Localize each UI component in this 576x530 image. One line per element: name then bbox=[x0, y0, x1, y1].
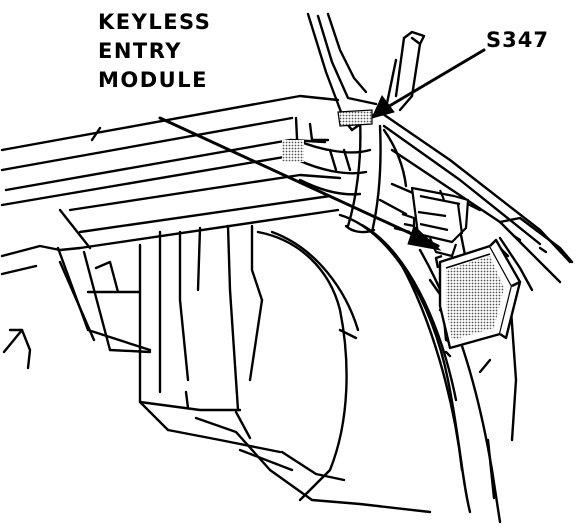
wire-connector bbox=[393, 186, 470, 258]
splice-s347 bbox=[282, 109, 373, 162]
label-line-keyless: KEYLESS bbox=[98, 10, 212, 34]
keyless-entry-module-label: KEYLESS ENTRY MODULE bbox=[98, 8, 211, 95]
label-line-entry: ENTRY bbox=[98, 39, 182, 63]
rear-body-panel bbox=[0, 12, 574, 524]
splice-s347-label: S347 bbox=[486, 28, 549, 52]
label-line-module: MODULE bbox=[98, 68, 208, 92]
keyless-entry-module-box bbox=[434, 238, 522, 350]
leader-arrows bbox=[158, 48, 486, 251]
